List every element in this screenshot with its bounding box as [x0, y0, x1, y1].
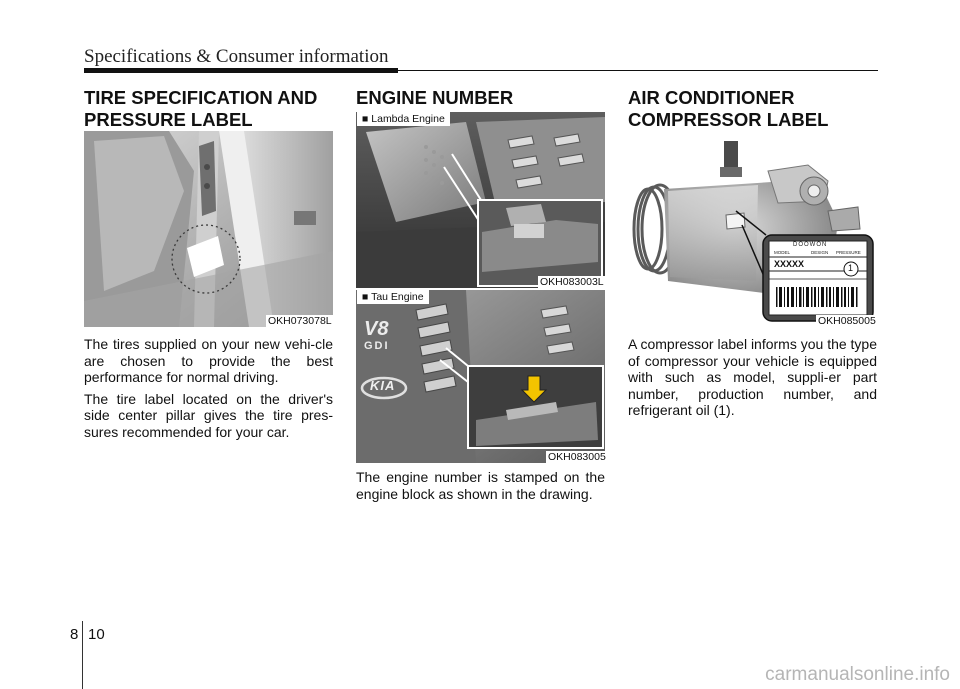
page-number-rule [82, 621, 83, 689]
engine-body-text: The engine number is stamped on the engi… [356, 469, 605, 507]
gdi-badge: GDI [364, 340, 390, 352]
kia-logo: KIA [370, 378, 396, 393]
chapter-number: 8 [70, 626, 79, 643]
label-model-value: XXXXX [774, 259, 805, 269]
engine-section-title: ENGINE NUMBER [356, 87, 514, 108]
ac-title-line1: AIR CONDITIONER [628, 87, 795, 108]
compressor-photo: DOOWON MODEL DESIGN PRESSURE XXXXX 1 [628, 131, 877, 327]
running-header: Specifications & Consumer information [84, 46, 389, 67]
page-number: 10 [88, 626, 105, 643]
tau-image-code: OKH083005 [546, 451, 608, 463]
watermark-text[interactable]: carmanualsonline.info [765, 664, 950, 685]
lambda-image-code: OKH083003L [538, 276, 606, 288]
header-rule-thin [398, 70, 878, 71]
tau-engine-photo: V8 GDI KIA [356, 290, 605, 463]
ac-title-line2: COMPRESSOR LABEL [628, 109, 829, 130]
ac-section-title: AIR CONDITIONER COMPRESSOR LABEL [628, 87, 828, 131]
compressor-image-code: OKH085005 [816, 315, 878, 327]
v8-badge: V8 [364, 318, 389, 340]
ac-paragraph: A compressor label informs you the type … [628, 336, 878, 419]
lambda-engine-tag: ■ Lambda Engine [357, 112, 450, 126]
tire-title-line2: PRESSURE LABEL [84, 109, 253, 130]
label-brand-text: DOOWON [793, 242, 828, 248]
tire-paragraph-2: The tire label located on the driver's s… [84, 390, 333, 440]
ac-body-text: A compressor label informs you the type … [628, 336, 877, 424]
tire-label-photo [84, 131, 333, 327]
tire-title-line1: TIRE SPECIFICATION AND [84, 87, 318, 108]
tire-paragraph-1: The tires supplied on your new vehi-cle … [84, 336, 333, 386]
callout-1: 1 [848, 263, 854, 273]
label-col-model: MODEL [774, 250, 791, 255]
tau-engine-tag: ■ Tau Engine [357, 290, 429, 304]
tire-image-code: OKH073078L [266, 315, 334, 327]
lambda-engine-photo [356, 112, 605, 288]
engine-paragraph: The engine number is stamped on the engi… [356, 469, 605, 502]
tire-body-text: The tires supplied on your new vehi-cle … [84, 336, 333, 446]
label-col-pressure: PRESSURE [836, 250, 861, 255]
header-rule-thick [84, 68, 398, 73]
label-col-design: DESIGN [811, 250, 829, 255]
tire-section-title: TIRE SPECIFICATION AND PRESSURE LABEL [84, 87, 317, 131]
